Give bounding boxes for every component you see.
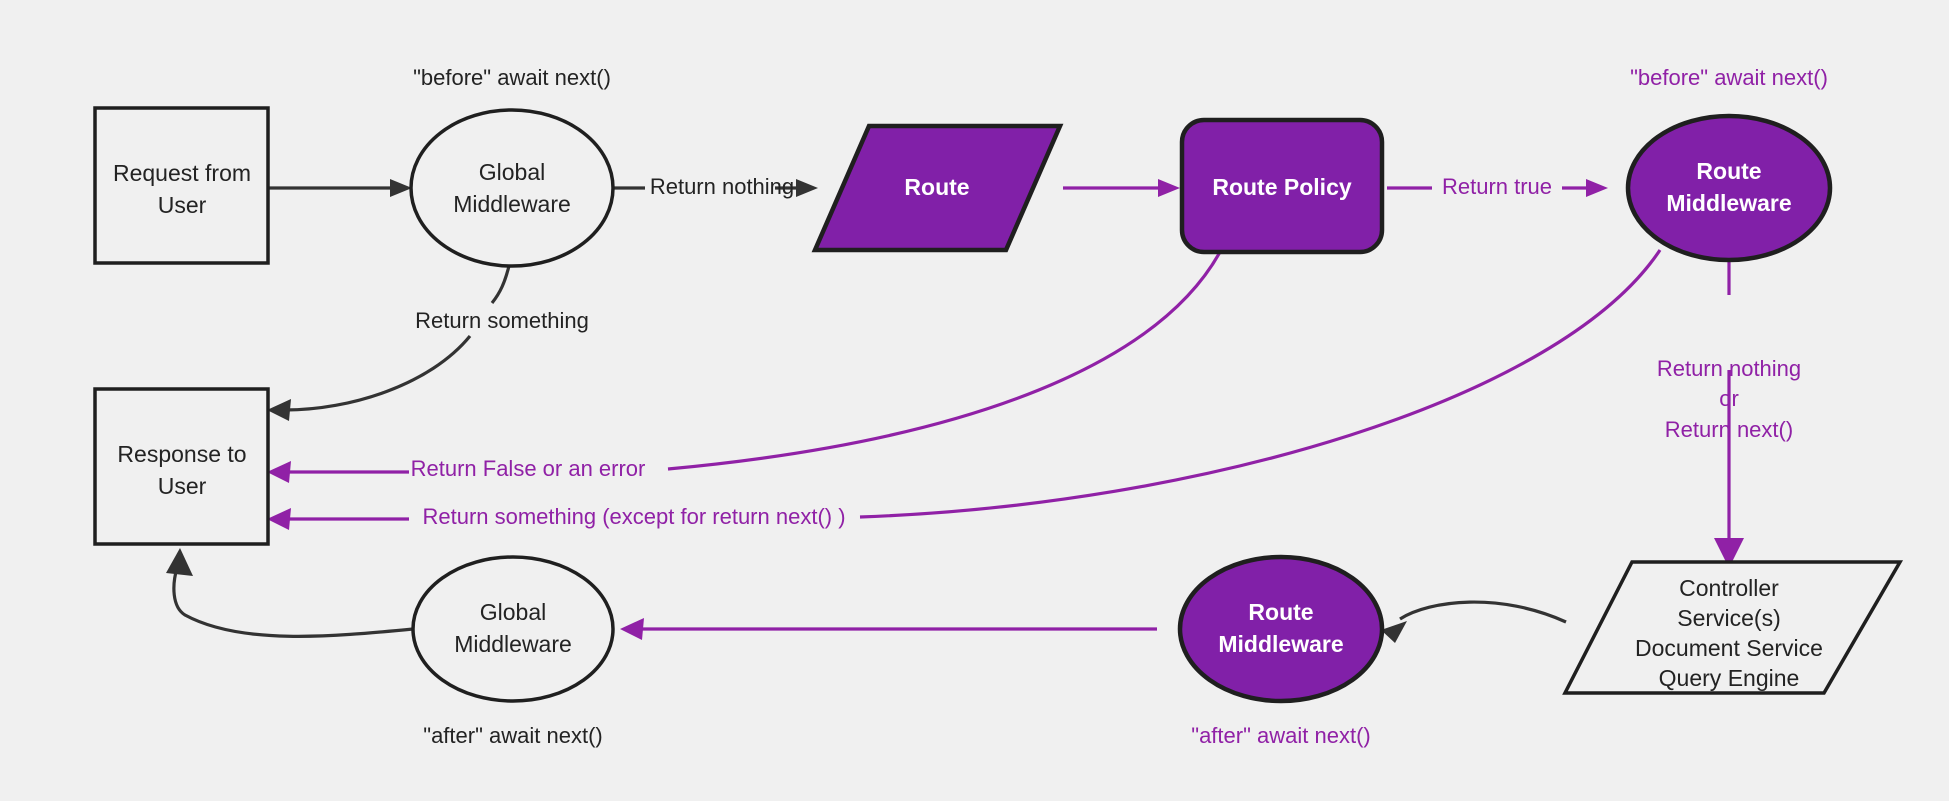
global-middleware-bottom-label-line1: Global [480, 599, 546, 625]
edge-route-policy-to-response-false [267, 251, 1222, 483]
node-route-middleware-bottom[interactable]: Route Middleware [1177, 554, 1385, 704]
edge-global-middleware-to-response [267, 261, 512, 421]
annotation-after-await-next-global: "after" await next() [423, 723, 602, 748]
controller-stack-label-line2: Service(s) [1677, 605, 1781, 631]
response-to-user-label-line1: Response to [117, 441, 246, 467]
route-middleware-bottom-label-line1: Route [1248, 599, 1313, 625]
node-route-middleware-top[interactable]: Route Middleware [1625, 113, 1833, 263]
edge-label-return-false-or-error: Return False or an error [411, 456, 646, 481]
edge-label-return-nothing-global: Return nothing [650, 174, 794, 199]
edge-global-middleware-to-route [611, 179, 818, 197]
route-label: Route [904, 174, 969, 200]
route-middleware-bottom-label-line2: Middleware [1218, 631, 1343, 657]
edge-route-middleware-bottom-to-global-middleware-bottom [620, 618, 1157, 640]
node-controller-stack[interactable]: Controller Service(s) Document Service Q… [1562, 560, 1904, 695]
edge-label-return-nothing-or-next-line2: or [1719, 386, 1739, 411]
edge-route-policy-to-route-middleware [1387, 179, 1608, 197]
controller-stack-label-line1: Controller [1679, 575, 1779, 601]
global-middleware-top-label-line2: Middleware [453, 191, 571, 217]
edge-label-return-true: Return true [1442, 174, 1552, 199]
route-middleware-top-label-line2: Middleware [1666, 190, 1791, 216]
edge-label-return-nothing-or-next-line3: Return next() [1665, 417, 1793, 442]
edge-label-return-something-except-next: Return something (except for return next… [422, 504, 845, 529]
node-global-middleware-top[interactable]: Global Middleware [409, 108, 615, 268]
edge-global-middleware-bottom-to-response [166, 548, 414, 638]
route-policy-label: Route Policy [1212, 174, 1352, 200]
request-from-user-label-line2: User [158, 192, 207, 218]
node-global-middleware-bottom[interactable]: Global Middleware [411, 555, 615, 703]
controller-stack-label-line4: Query Engine [1659, 665, 1800, 691]
edge-label-return-nothing-or-next-line1: Return nothing [1657, 356, 1801, 381]
route-middleware-top-label-line1: Route [1696, 158, 1761, 184]
node-route[interactable]: Route [811, 123, 1064, 253]
edge-route-to-route-policy [1063, 179, 1180, 197]
edge-route-middleware-to-response-something [267, 249, 1662, 530]
annotation-before-await-next-route: "before" await next() [1630, 65, 1828, 90]
global-middleware-top-label-line1: Global [479, 159, 545, 185]
node-route-policy[interactable]: Route Policy [1179, 117, 1385, 255]
request-from-user-label-line1: Request from [113, 160, 251, 186]
controller-stack-label-line3: Document Service [1635, 635, 1823, 661]
annotation-after-await-next-route: "after" await next() [1191, 723, 1370, 748]
response-to-user-label-line2: User [158, 473, 207, 499]
edge-request-to-global-middleware [268, 179, 412, 197]
annotation-before-await-next-global: "before" await next() [413, 65, 611, 90]
global-middleware-bottom-label-line2: Middleware [454, 631, 572, 657]
edge-label-return-something-global: Return something [415, 308, 589, 333]
node-response-to-user[interactable]: Response to User [93, 387, 270, 546]
edge-controller-to-route-middleware-bottom [1381, 600, 1567, 643]
node-request-from-user[interactable]: Request from User [93, 106, 270, 265]
